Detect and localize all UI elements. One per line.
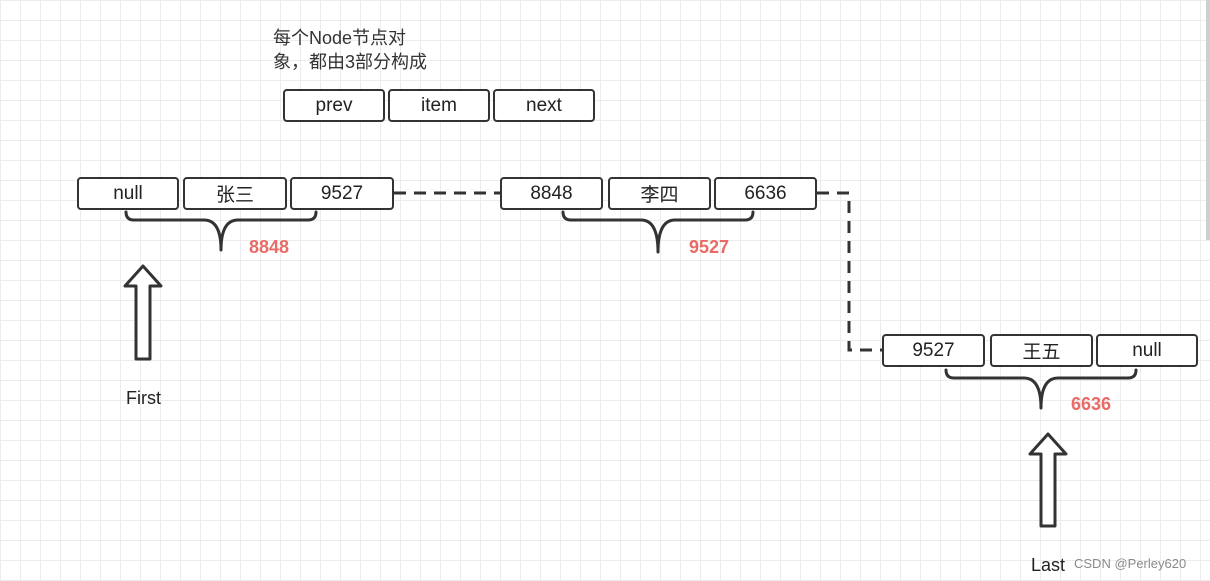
node1-address: 8848	[249, 237, 290, 257]
caption-line-1: 每个Node节点对	[273, 28, 407, 48]
legend-prev-field: prev	[283, 89, 385, 122]
node3-prev: 9527	[882, 334, 985, 367]
node3-next: null	[1096, 334, 1198, 367]
legend-next-field: next	[493, 89, 595, 122]
last-arrow-icon	[1028, 432, 1068, 528]
last-label: Last	[1031, 555, 1066, 575]
node2-item: 李四	[608, 177, 711, 210]
legend-item-field: item	[388, 89, 490, 122]
caption: 每个Node节点对 象，都由3部分构成	[273, 26, 443, 74]
first-label: First	[126, 388, 161, 408]
node1-next: 9527	[290, 177, 394, 210]
first-arrow-icon	[123, 264, 163, 361]
node3-address: 6636	[1071, 394, 1112, 414]
link-node2-node3	[817, 191, 882, 352]
node1-item: 张三	[183, 177, 287, 210]
canvas-edge	[1206, 0, 1210, 240]
caption-line-2: 象，都由3部分构成	[273, 52, 428, 72]
node2-next: 6636	[714, 177, 817, 210]
node3-item: 王五	[990, 334, 1093, 367]
node2-prev: 8848	[500, 177, 603, 210]
node1-prev: null	[77, 177, 179, 210]
watermark: CSDN @Perley620	[1074, 556, 1187, 571]
node2-address: 9527	[689, 237, 730, 257]
